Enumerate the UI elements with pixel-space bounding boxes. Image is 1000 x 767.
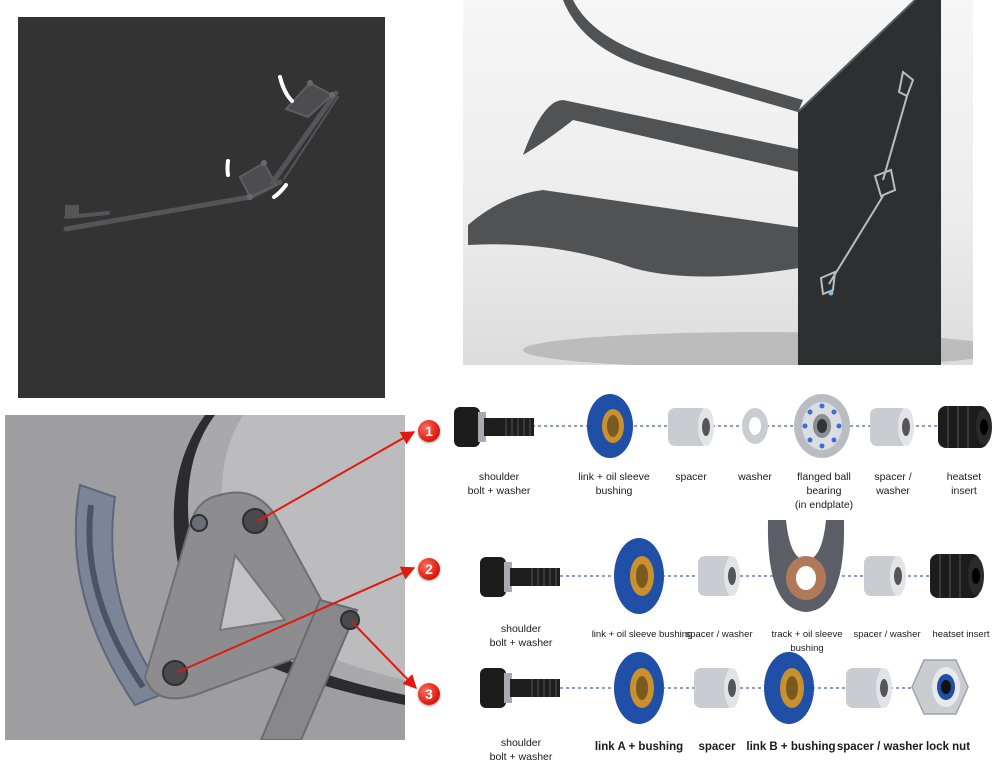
lock-nut-part [910,658,970,716]
callout-badge-2: 2 [418,558,440,580]
closeup-drawing [5,415,405,740]
shoulder-bolt-part [480,554,562,600]
link-a-bushing-part [612,650,666,726]
row-2-axis [560,575,948,577]
linkage-arm [63,80,339,232]
assembly-row-2: shoulder bolt + washer link + oil sleeve… [448,520,1000,654]
spacer-washer-part [862,554,908,598]
spacer-washer-part [844,666,894,710]
part-label: link + oil sleeve bushing [578,471,650,497]
link-bushing-part [585,392,635,460]
part-label: link A + bushing [594,741,684,753]
part-label: shoulder bolt + washer [489,623,553,649]
part-label: spacer / washer [685,629,753,640]
part-label: link + oil sleeve bushing [591,629,693,640]
part-label: link B + bushing [746,741,836,753]
wing-assembly-drawing [463,0,973,365]
callout-badge-1: 1 [418,420,440,442]
flap-elements [468,0,803,277]
part-label: spacer / washer [836,741,924,753]
curved-track [74,483,167,707]
closeup-render-panel [5,415,405,740]
linkage-render-panel [18,17,385,398]
heatset-insert-part [936,402,994,452]
part-label: lock nut [925,741,971,753]
spacer-washer-part [696,554,742,598]
part-label: spacer / washer [853,629,921,640]
heatset-insert-part [928,550,986,602]
part-label: spacer [675,471,707,483]
endplate-linkage [819,70,915,296]
link-bushing-part [612,536,666,616]
part-label: heatset insert [946,471,982,497]
track-bushing-part [760,520,852,620]
highlight-tracks [225,75,294,199]
linkage-drawing [63,75,339,232]
part-label: track + oil sleeve bushing [771,629,843,654]
wing-assembly-render-panel [463,0,973,365]
washer-part [740,406,770,446]
assembly-row-3: shoulder bolt + washer link A + bushing … [448,648,1000,767]
part-label: heatset insert [932,629,990,640]
callout-badge-3: 3 [418,683,440,705]
part-label: washer [738,471,772,483]
part-label: flanged ball bearing (in endplate) [794,471,854,511]
part-label: spacer [698,741,736,753]
assembly-row-1: shoulder bolt + washer link + oil sleeve… [448,392,1000,520]
row-1-axis [526,425,948,427]
shoulder-bolt-part [454,404,536,450]
part-label: shoulder bolt + washer [467,471,531,497]
shoulder-bolt-part [480,665,562,711]
link-b-bushing-part [762,650,816,726]
part-label: shoulder bolt + washer [489,737,553,763]
spacer-part [692,666,742,710]
endplate [797,0,941,365]
spacer-part [666,406,716,448]
spacer-washer-part [868,406,916,448]
ball-bearing-part [792,392,852,460]
part-label: spacer / washer [874,471,912,497]
